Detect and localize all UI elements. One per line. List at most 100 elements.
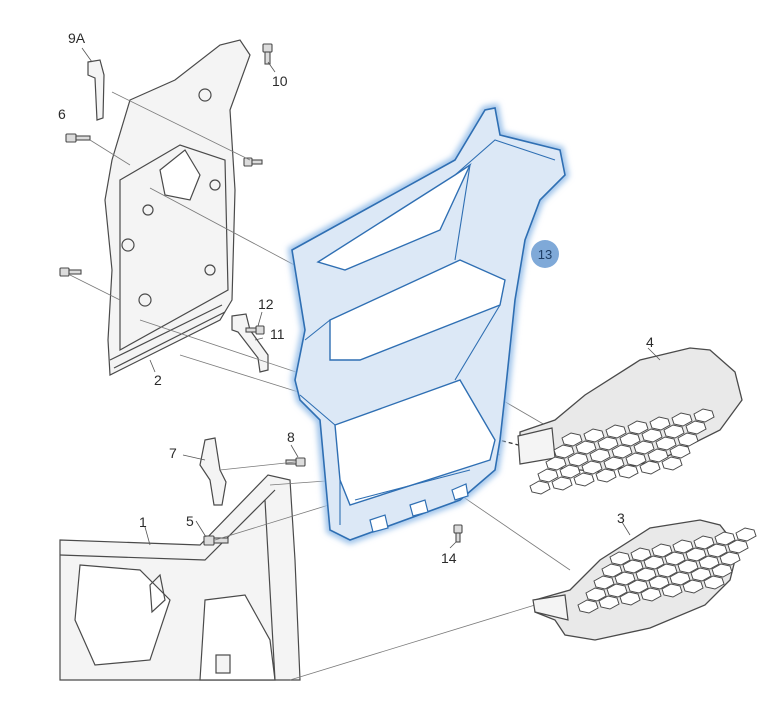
callout-1: 1 [139,514,147,530]
tread-3-grip-pattern [577,527,757,614]
tread-grip-cell [690,567,712,582]
tread-grip-cell [672,539,694,554]
tread-grip-cell [567,452,589,467]
tread-grip-cell [577,599,599,614]
callout-5: 5 [186,513,194,529]
part-3-step-tread [532,519,757,641]
bolt-6 [65,133,91,143]
tread-grip-cell [598,595,620,610]
callout-9A: 9A [68,30,86,46]
callout-leaders [81,47,661,549]
tread-grip-cell [593,575,615,590]
panel-cutout [159,149,201,201]
panel-outline [104,39,251,376]
part-1-body-frame [59,474,301,681]
tread-grip-cell [693,535,715,550]
callout-13-badge: 13 [531,240,559,268]
bolt-left [59,267,82,277]
tread-3-mount [532,594,569,621]
tread-grip-cell [545,456,567,471]
tread-grip-cell [677,432,699,447]
bolt-upper-mid [243,157,263,167]
tread-grip-cell [669,571,691,586]
tread-grip-cell [648,575,670,590]
panel-hole [198,88,212,102]
part-11-bracket [231,313,269,373]
tread-grip-cell [619,432,641,447]
part-2-mounting-panel [104,39,251,376]
panel-inner-rib [119,144,229,352]
callout-3: 3 [617,510,625,526]
bolt-5 [203,535,229,546]
tread-grip-cell [656,563,678,578]
tread-grip-cell [583,428,605,443]
callout-4: 4 [646,334,654,350]
tread-grip-cell [663,424,685,439]
callout-6: 6 [58,106,66,122]
bolt-12 [245,325,265,335]
tread-grip-cell [669,444,691,459]
tread-grip-cell [529,480,551,495]
panel-hole [121,238,135,252]
bolt-14 [453,524,463,543]
tread-grip-cell [685,547,707,562]
tread-grip-cell [714,531,736,546]
tread-grip-cell [647,448,669,463]
part-13-ribs [299,139,556,525]
tread-4-grip-pattern [529,408,715,495]
tread-grip-cell [682,579,704,594]
tread-grip-cell [635,567,657,582]
tread-grip-cell [735,527,757,542]
tread-grip-cell [661,456,683,471]
tread-grip-cell [561,432,583,447]
tread-grip-cell [630,547,652,562]
tread-grip-cell [605,424,627,439]
tread-grip-cell [685,420,707,435]
tread-grip-cell [651,543,673,558]
tread-grip-cell [614,571,636,586]
tread-grip-cell [597,436,619,451]
tread-grip-cell [585,587,607,602]
part-9A-bracket [87,59,105,121]
tread-grip-cell [677,559,699,574]
tread-grip-cell [589,448,611,463]
callout-10: 10 [272,73,288,89]
panel-hole [142,204,154,216]
tread-grip-cell [627,420,649,435]
tread-grip-cell [609,551,631,566]
tread-grip-cell [559,464,581,479]
tread-grip-cell [617,464,639,479]
tread-grip-cell [711,563,733,578]
bolt-8 [285,457,306,467]
panel-lower-lip [109,304,226,369]
tread-grip-cell [575,440,597,455]
tread-grip-cell [664,551,686,566]
tread-grip-cell [727,539,749,554]
tread-grip-cell [633,440,655,455]
callout-8: 8 [287,429,295,445]
tread-grip-cell [719,551,741,566]
tread-grip-cell [551,476,573,491]
tread-grip-cell [622,559,644,574]
tread-grip-cell [706,543,728,558]
part-13-tabs [369,483,469,533]
part-13-upper-opening [316,163,472,271]
callout-12: 12 [258,296,274,312]
tread-grip-cell [643,555,665,570]
tread-grip-cell [537,468,559,483]
tread-grip-cell [627,579,649,594]
tread-grip-cell [619,591,641,606]
callout-14: 14 [441,550,457,566]
tread-grip-cell [573,472,595,487]
tread-grip-cell [655,436,677,451]
tread-grip-cell [671,412,693,427]
tread-grip-cell [606,583,628,598]
part-4-step-tread [517,347,743,495]
tread-grip-cell [601,563,623,578]
callout-11: 11 [270,326,285,342]
panel-hole [209,179,221,191]
tread-grip-cell [641,428,663,443]
tread-grip-cell [611,444,633,459]
tread-grip-cell [581,460,603,475]
